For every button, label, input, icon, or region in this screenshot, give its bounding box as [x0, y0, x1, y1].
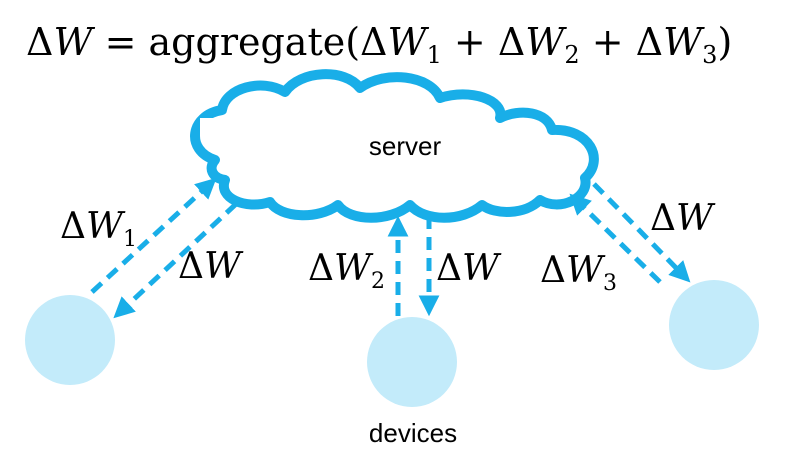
server-label: server: [369, 131, 442, 161]
device-2: [367, 317, 457, 407]
edge-2-up-label: ΔW2: [308, 248, 385, 294]
download-arrow-1: [113, 202, 238, 319]
edge-1-up-label: ΔW1: [60, 206, 137, 252]
server-cloud-icon: [190, 69, 599, 223]
edge-1-down-label: ΔW: [178, 246, 244, 287]
device-1: [25, 295, 115, 385]
equation: ΔW = aggregate(ΔW1 + ΔW2 + ΔW3): [26, 20, 732, 69]
edge-3-down-label: ΔW: [650, 198, 716, 239]
edge-2-down-label: ΔW: [436, 248, 502, 289]
edge-3-up-label: ΔW3: [540, 250, 617, 296]
devices-label: devices: [369, 418, 457, 448]
download-arrow-3: [592, 182, 691, 283]
upload-arrow-1: [90, 177, 217, 294]
device-3: [669, 280, 759, 370]
